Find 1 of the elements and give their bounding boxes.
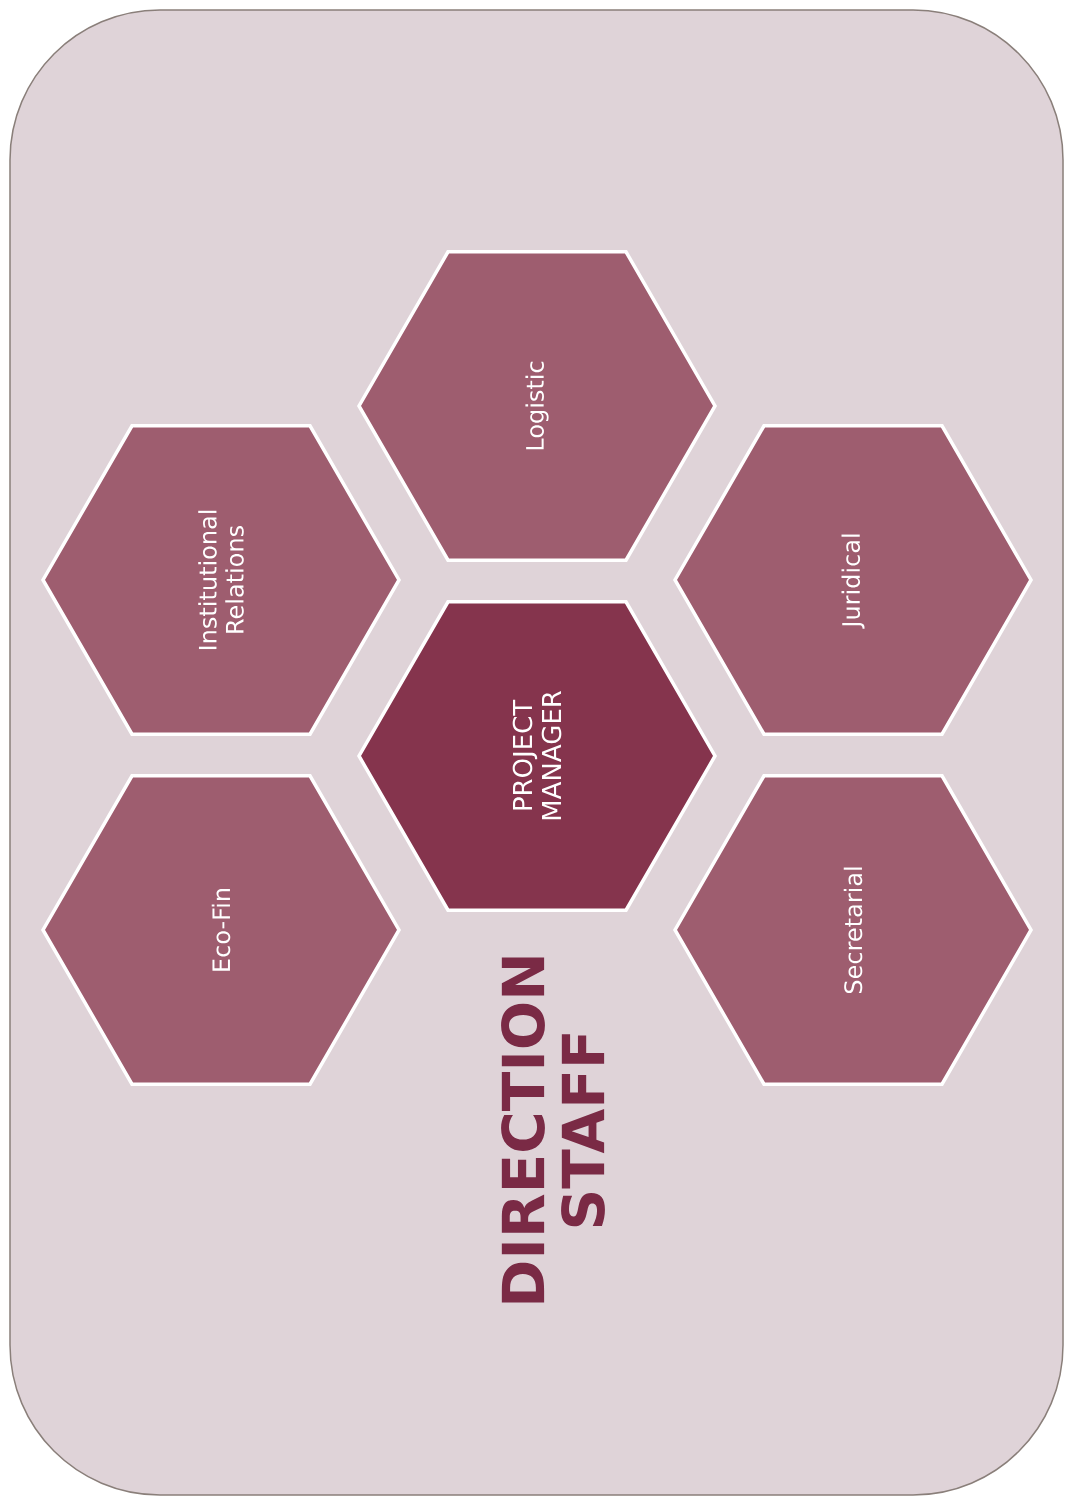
panel-title: DIRECTION STAFF (501, 957, 605, 1303)
